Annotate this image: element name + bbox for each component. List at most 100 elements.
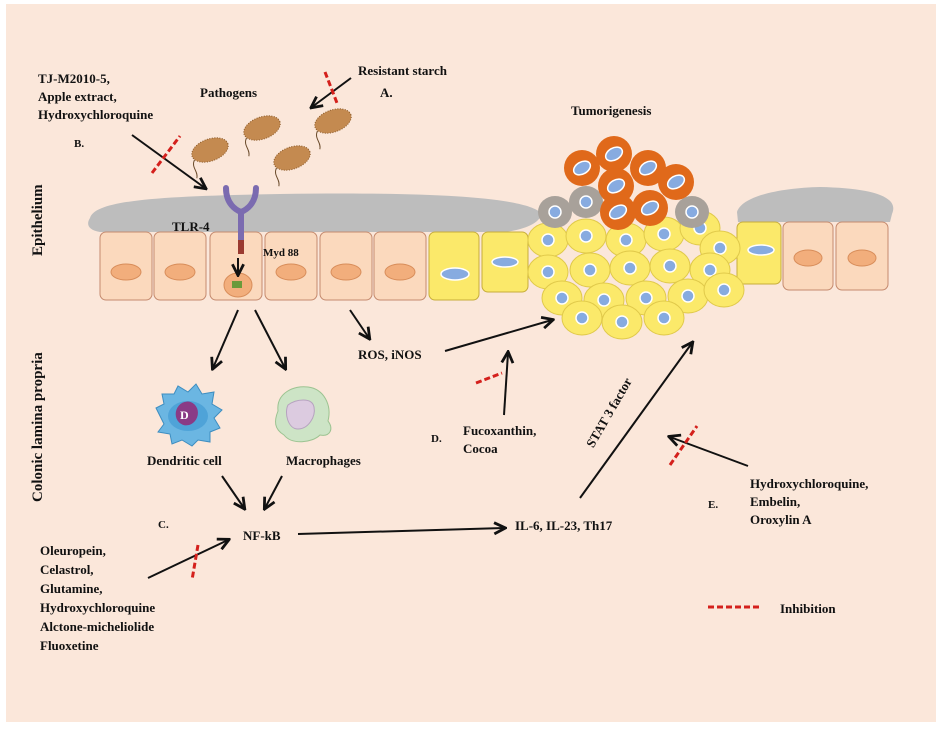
- intervention-e-letter: E.: [708, 499, 719, 511]
- agent: Embelin,: [750, 494, 801, 509]
- arrow-stat3-to-tumor: [579, 343, 692, 499]
- inhibition-mark-b: [150, 135, 182, 174]
- intervention-d-letter: D.: [431, 433, 442, 445]
- tumor-cell-nucleus: [555, 291, 569, 305]
- dendritic-cell-icon: D: [155, 383, 223, 447]
- inhibition-marks: [150, 71, 762, 609]
- intervention-e-agents: Hydroxychloroquine, Embelin, Oroxylin A: [750, 475, 868, 529]
- bacterium-icon: [243, 115, 281, 157]
- tumor-cell-nucleus: [657, 227, 671, 241]
- tumor-cell-nucleus: [606, 178, 626, 194]
- agent: TJ-M2010-5,: [38, 71, 110, 86]
- intervention-b-agents: TJ-M2010-5, Apple extract, Hydroxychloro…: [38, 70, 153, 124]
- tumor-cell-nucleus: [583, 263, 597, 277]
- inhibition-mark-d: [475, 371, 503, 385]
- inhibition-mark-e: [668, 425, 699, 466]
- normal-epithelial-cells-right: [782, 221, 889, 291]
- macrophage-icon: [275, 386, 332, 443]
- transitional-cells: [428, 221, 782, 301]
- ros-inos-label: ROS, iNOS: [358, 347, 422, 362]
- bacterium-icon: [273, 145, 311, 187]
- nfkb-label: NF-kB: [243, 528, 281, 543]
- agent: Alctone-micheliolide: [40, 619, 155, 634]
- arrow-to-macrophages: [254, 309, 285, 368]
- agent: Glutamine,: [40, 581, 103, 596]
- tumor-cell-nucleus: [639, 291, 653, 305]
- tumor-cell-nucleus: [623, 261, 637, 275]
- tumor-cell-nucleus: [608, 204, 628, 220]
- diagram-background: [6, 4, 936, 722]
- tumor-cell-nucleus: [619, 233, 633, 247]
- myd88-adaptor: [238, 240, 244, 254]
- tumor-cell-nucleus: [703, 263, 717, 277]
- cell-nucleus: [110, 263, 142, 281]
- pathogen-bacteria: [191, 108, 352, 187]
- mucus-layer-left: [88, 193, 541, 232]
- tumor-cell-nucleus: [666, 174, 686, 190]
- agent: Cocoa: [463, 441, 498, 456]
- normal-epithelial-cells: [99, 231, 427, 301]
- tumorigenesis-title: Tumorigenesis: [571, 103, 652, 118]
- tumor-mass: [527, 136, 745, 340]
- intervention-c-agents: Oleuropein, Celastrol, Glutamine, Hydrox…: [40, 541, 155, 655]
- region-epithelium-label: Epithelium: [30, 184, 46, 256]
- agent: Fluoxetine: [40, 638, 99, 653]
- tumor-cell-nucleus: [640, 200, 660, 216]
- region-lamina-propria-label: Colonic lamina propria: [30, 352, 46, 502]
- intervention-a-agent: Resistant starch: [358, 63, 447, 78]
- agent: Celastrol,: [40, 562, 94, 577]
- legend-inhibition-label: Inhibition: [780, 601, 836, 616]
- arrow-macrophage-to-nfkb: [265, 475, 283, 508]
- tumor-cell-nucleus: [685, 205, 699, 219]
- tumor-cell-nucleus: [575, 311, 589, 325]
- tumor-cell-nucleus: [572, 160, 592, 176]
- myd88-label: Myd 88: [263, 247, 299, 259]
- arrow-dendritic-to-nfkb: [221, 475, 244, 508]
- dendritic-cell-label: Dendritic cell: [147, 453, 222, 468]
- arrow-c-to-nfkb: [147, 540, 228, 579]
- cytokines-label: IL-6, IL-23, Th17: [515, 518, 613, 533]
- tumor-cell-nucleus: [579, 195, 593, 209]
- tumor-cell-nucleus: [541, 233, 555, 247]
- mucus-layer-right: [737, 187, 894, 222]
- tumor-cell-nucleus: [541, 265, 555, 279]
- tumor-cell-nucleus: [717, 283, 731, 297]
- intervention-a-letter: A.: [380, 85, 393, 100]
- inhibition-mark-c: [190, 544, 200, 581]
- arrow-b-to-tlr4: [131, 134, 205, 188]
- tumor-cell-nucleus: [713, 241, 727, 255]
- tumor-cell-nucleus: [638, 160, 658, 176]
- arrow-ros-to-tumor: [444, 320, 552, 352]
- pathogens-label: Pathogens: [200, 85, 258, 100]
- cell-nucleus: [164, 263, 196, 281]
- nf-activation-marker: [232, 281, 242, 288]
- intervention-d-agents: Fucoxanthin, Cocoa: [463, 422, 536, 458]
- agent: Oleuropein,: [40, 543, 106, 558]
- bacterium-icon: [314, 108, 352, 150]
- arrow-e-to-stat3: [670, 437, 749, 467]
- cell-nucleus: [275, 263, 307, 281]
- inhibition-mark-a: [323, 71, 339, 104]
- intervention-c-letter: C.: [158, 519, 169, 531]
- tumor-cell-nucleus: [597, 293, 611, 307]
- cell-nucleus: [330, 263, 362, 281]
- tumor-cell-nucleus: [548, 205, 562, 219]
- tumor-cell-nucleus: [657, 311, 671, 325]
- agent: Hydroxychloroquine,: [750, 476, 869, 491]
- tumor-cell-nucleus: [604, 146, 624, 162]
- dendritic-nucleus-letter: D: [180, 408, 189, 422]
- tumor-cell-nucleus: [615, 315, 629, 329]
- agent: Fucoxanthin,: [463, 423, 537, 438]
- bacterium-icon: [191, 137, 229, 179]
- arrow-to-ros: [349, 309, 369, 338]
- cell-nucleus: [384, 263, 416, 281]
- intervention-b-letter: B.: [74, 138, 85, 150]
- agent: Oroxylin A: [750, 512, 812, 527]
- tumor-cell-nucleus: [681, 289, 695, 303]
- arrow-nfkb-to-cytokines: [297, 528, 504, 534]
- signal-arrows: [131, 77, 749, 579]
- tumor-cell-nucleus: [663, 259, 677, 273]
- tlr4-label: TLR-4: [172, 219, 210, 234]
- agent: Apple extract,: [38, 89, 117, 104]
- agent: Hydroxychloroquine: [40, 600, 156, 615]
